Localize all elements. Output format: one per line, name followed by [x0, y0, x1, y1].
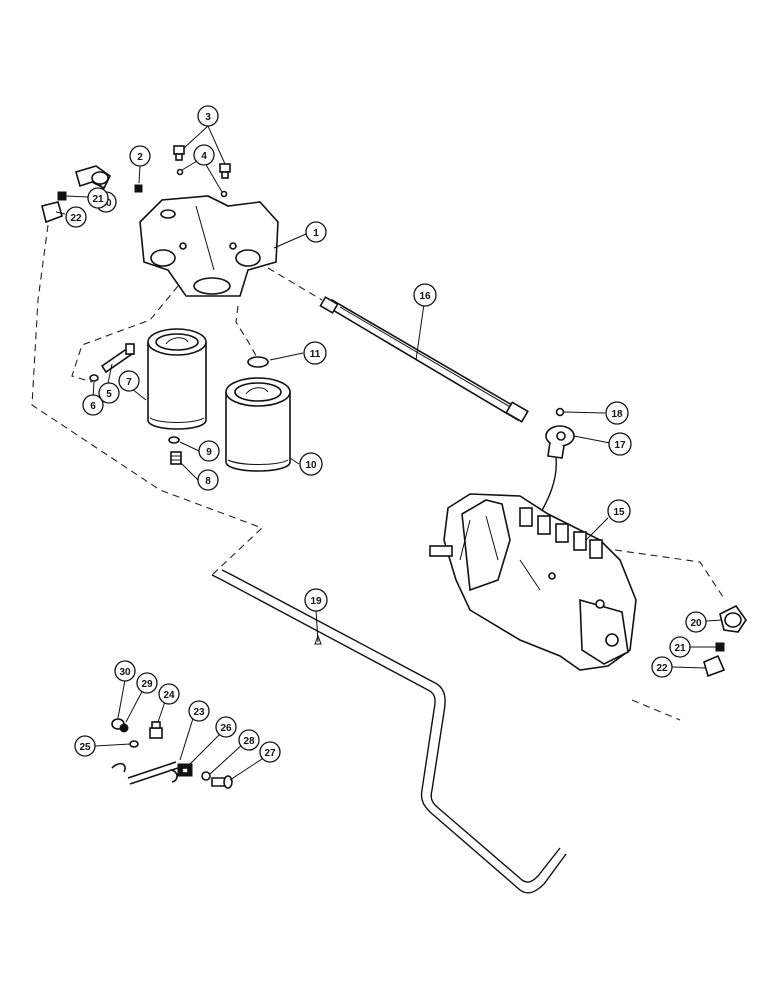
routing-dashed-line — [267, 267, 323, 301]
washer-4a — [176, 168, 184, 176]
fitting-24 — [149, 721, 163, 739]
callout-7: 7 — [118, 370, 140, 392]
callout-26: 26 — [215, 716, 237, 738]
washer-28 — [201, 771, 211, 781]
callout-6: 6 — [82, 394, 104, 416]
washer-18 — [555, 407, 565, 417]
sleeve-21a — [57, 191, 67, 201]
callout-22-lower: 22 — [651, 656, 673, 678]
callout-19: 19 — [304, 588, 328, 612]
nut-22a — [41, 201, 63, 224]
elbow-fitting-20b — [719, 604, 747, 633]
bolt-27 — [211, 775, 233, 789]
screw-3a — [173, 145, 185, 161]
callout-label: 5 — [106, 389, 112, 400]
filter-head-1 — [139, 195, 279, 297]
callout-27: 27 — [259, 741, 281, 763]
plug-2 — [134, 184, 143, 193]
routing-dashed-line — [614, 549, 726, 601]
callout-label: 22 — [70, 213, 82, 224]
fuel-line-16 — [319, 296, 529, 423]
callout-label: 8 — [205, 476, 211, 487]
callout-21-upper: 21 — [87, 187, 109, 209]
fuel-filter-10 — [225, 377, 291, 472]
callout-5: 5 — [98, 382, 120, 404]
callout-label: 20 — [690, 618, 702, 629]
callout-2: 2 — [129, 145, 151, 167]
routing-dashed-line — [71, 285, 179, 383]
o-ring-9 — [168, 436, 180, 444]
callout-label: 24 — [163, 690, 175, 701]
pump-to-banjo-tube — [539, 457, 557, 515]
callout-11: 11 — [303, 341, 327, 365]
callout-label: 15 — [613, 507, 625, 518]
routing-dashed-line — [31, 224, 264, 576]
sleeve-21b — [715, 642, 725, 652]
callout-24: 24 — [158, 683, 180, 705]
callout-label: 22 — [656, 663, 668, 674]
callout-16: 16 — [413, 283, 437, 307]
callout-label: 6 — [90, 401, 96, 412]
callout-label: 11 — [310, 349, 321, 360]
washer-25 — [129, 740, 139, 748]
callout-9: 9 — [198, 440, 220, 462]
bolt-5 — [100, 343, 135, 374]
callout-label: 1 — [313, 228, 319, 239]
callout-30: 30 — [114, 660, 136, 682]
nut-29 — [119, 723, 129, 733]
routing-dashed-line — [235, 305, 259, 361]
callout-label: 26 — [220, 723, 232, 734]
callout-label: 7 — [126, 377, 132, 388]
clamp-26 — [177, 763, 193, 777]
callout-18: 18 — [605, 401, 629, 425]
callout-15: 15 — [607, 499, 631, 523]
callout-4: 4 — [193, 144, 215, 166]
callout-label: 16 — [419, 291, 431, 302]
callout-23: 23 — [188, 700, 210, 722]
callout-10: 10 — [299, 452, 323, 476]
callout-label: 9 — [206, 447, 212, 458]
callout-label: 17 — [614, 440, 626, 451]
callout-label: 10 — [305, 460, 317, 471]
hardware-cluster — [111, 718, 233, 789]
o-ring-11 — [247, 356, 269, 368]
callout-label: 18 — [611, 409, 623, 420]
callout-3: 3 — [197, 105, 219, 127]
elbow-fitting-20a — [75, 165, 112, 190]
routing-dashed-line — [631, 699, 681, 721]
callout-label: 27 — [264, 748, 276, 759]
callout-20-lower: 20 — [685, 611, 707, 633]
fuel-line-19 — [211, 569, 567, 894]
drain-plug-8 — [170, 451, 182, 465]
callout-label: 28 — [243, 736, 255, 747]
fuel-filter-7 — [147, 328, 207, 430]
screw-3b — [219, 163, 231, 179]
callout-22-upper: 22 — [65, 206, 87, 228]
callout-21-lower: 21 — [669, 636, 691, 658]
callout-label: 21 — [92, 194, 104, 205]
clip-23 — [111, 761, 179, 785]
banjo-fitting-17 — [545, 425, 575, 459]
callout-29: 29 — [136, 672, 158, 694]
callout-label: 3 — [205, 112, 211, 123]
callout-28: 28 — [238, 729, 260, 751]
callout-25: 25 — [74, 735, 96, 757]
callout-1: 1 — [305, 221, 327, 243]
callout-label: 30 — [119, 667, 131, 678]
callout-label: 21 — [674, 643, 686, 654]
washer-4b — [220, 190, 228, 198]
callout-label: 4 — [201, 151, 207, 162]
callout-label: 2 — [137, 152, 143, 163]
callout-label: 19 — [310, 596, 322, 607]
callout-label: 23 — [193, 707, 205, 718]
callout-8: 8 — [197, 469, 219, 491]
washer-6 — [89, 374, 99, 382]
callout-label: 29 — [141, 679, 153, 690]
callout-label: 25 — [79, 742, 91, 753]
nut-22b — [703, 654, 726, 678]
callout-17: 17 — [608, 432, 632, 456]
